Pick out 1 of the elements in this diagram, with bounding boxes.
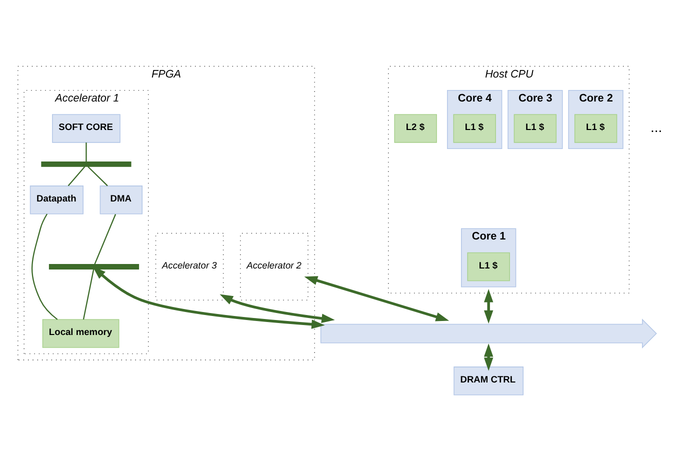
label: ... — [650, 118, 662, 135]
